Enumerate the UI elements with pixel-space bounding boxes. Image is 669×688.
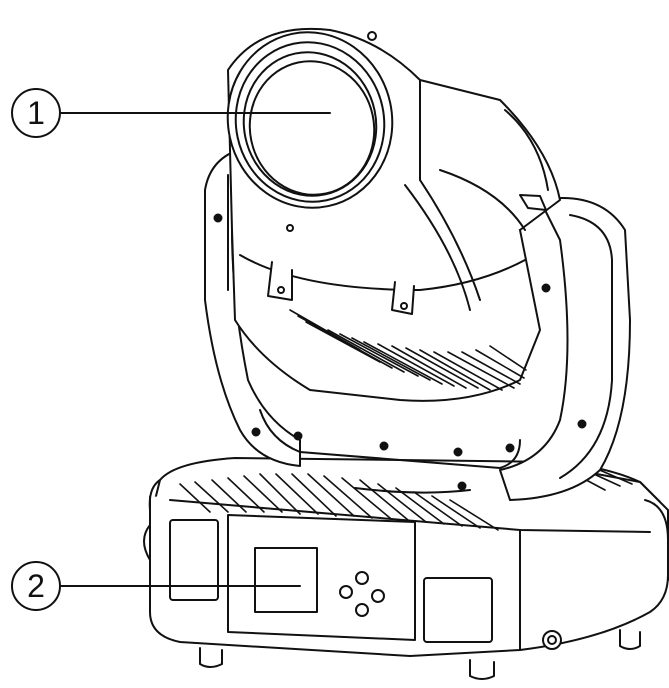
callout-1 bbox=[11, 88, 331, 138]
left-front-panel bbox=[169, 519, 219, 601]
button-down bbox=[355, 603, 369, 617]
button-left bbox=[339, 585, 353, 599]
side-connector bbox=[542, 630, 562, 650]
head-vents bbox=[289, 309, 527, 391]
callout-2-number: 2 bbox=[27, 568, 45, 604]
display-screen bbox=[254, 547, 318, 613]
button-right bbox=[371, 589, 385, 603]
callout-1-number: 1 bbox=[27, 95, 45, 131]
base-vents bbox=[179, 467, 633, 531]
callout-2 bbox=[11, 561, 301, 611]
front-lens bbox=[248, 60, 376, 196]
base-unit bbox=[143, 457, 669, 680]
moving-head bbox=[226, 27, 561, 402]
yoke bbox=[204, 149, 631, 501]
right-front-panel bbox=[423, 577, 493, 643]
button-up bbox=[355, 571, 369, 585]
